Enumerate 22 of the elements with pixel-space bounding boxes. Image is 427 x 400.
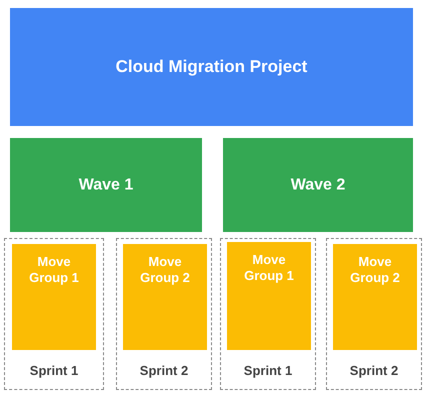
sprint-frame	[220, 238, 316, 390]
sprint-frame	[116, 238, 212, 390]
move-group-box	[333, 244, 417, 350]
sprint-label: Sprint 2	[348, 363, 400, 379]
move-group-box	[123, 244, 207, 350]
sprint-frame	[4, 238, 104, 390]
wave-box	[10, 138, 202, 232]
move-group-label: Move Group 1	[28, 254, 80, 286]
project-box	[10, 8, 413, 126]
sprint-label: Sprint 1	[28, 363, 80, 379]
sprint-frame	[326, 238, 422, 390]
sprint-label: Sprint 2	[138, 363, 190, 379]
wave-label: Wave 1	[78, 175, 134, 195]
move-group-box	[12, 244, 96, 350]
wave-box	[223, 138, 413, 232]
project-title: Cloud Migration Project	[114, 56, 308, 78]
move-group-label: Move Group 1	[243, 252, 295, 284]
sprint-label: Sprint 1	[242, 363, 294, 379]
move-group-label: Move Group 2	[349, 254, 401, 286]
move-group-label: Move Group 2	[139, 254, 191, 286]
wave-label: Wave 2	[290, 175, 346, 195]
move-group-box	[227, 242, 311, 350]
